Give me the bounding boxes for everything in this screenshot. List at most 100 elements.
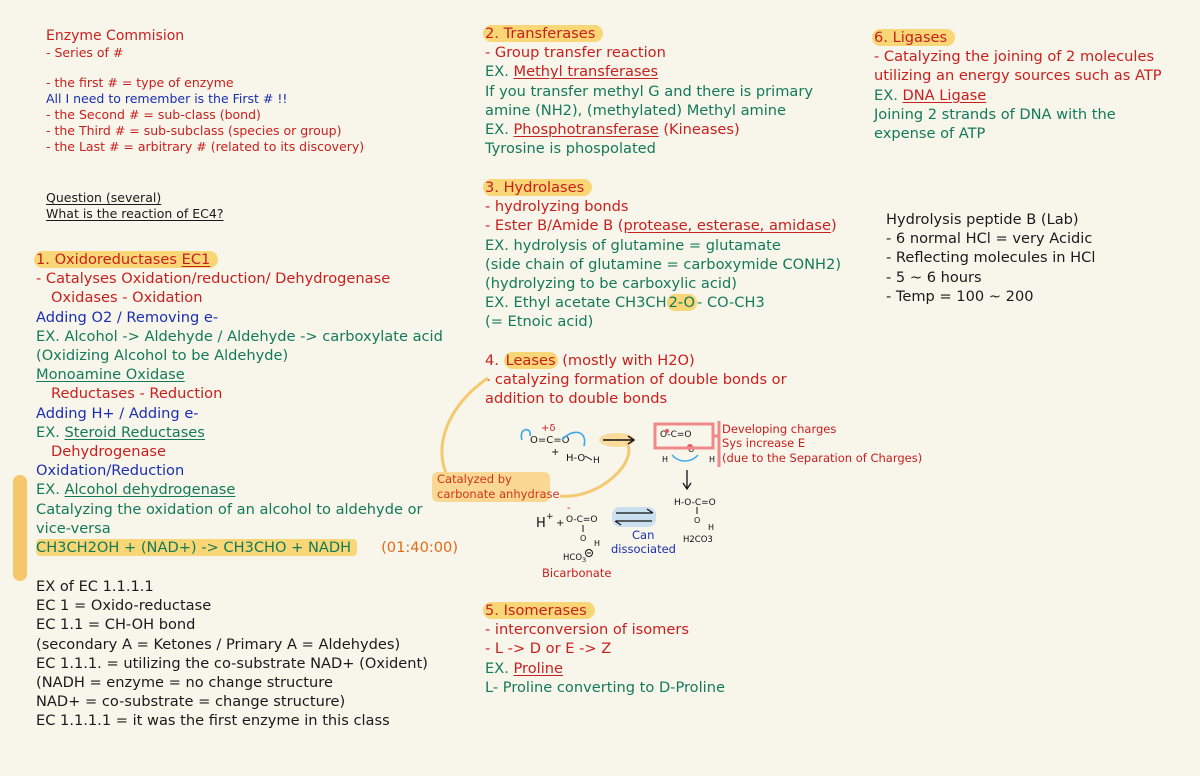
transferases-section: 2. Transferases - Group transfer reactio… (483, 24, 814, 158)
water-molecule: H-O (566, 453, 585, 464)
question-line: What is the reaction of EC4? (46, 206, 224, 221)
text-line: utilizing an energy sources such as ATP (874, 67, 1162, 85)
text-line: - Reflecting molecules in HCl (886, 249, 1096, 267)
text-line: Catalyzing the oxidation of an alcohol t… (36, 500, 423, 518)
water-h: H (593, 456, 600, 466)
text-line: - hydrolyzing bonds (485, 198, 629, 216)
link-methyl-transferases[interactable]: Methyl transferases (513, 63, 659, 81)
hco3-label: HCO3 (563, 553, 586, 564)
intermediate-top: O-C=O (660, 430, 692, 440)
text-line: (NADH = enzyme = no change structure (36, 674, 333, 692)
link-dna-ligase[interactable]: DNA Ligase (902, 86, 987, 104)
text-line: - the Last # = arbitrary # (related to i… (46, 139, 365, 154)
can-dissociated-note: dissociated (611, 542, 676, 556)
text-line: EX. Phosphotransferase (Kineases) (485, 121, 740, 139)
text-line: - the first # = type of enzyme (46, 75, 234, 90)
plus-sign: + (556, 518, 564, 529)
equilibrium-highlight (612, 507, 656, 527)
carbonic-acid-o: O (694, 516, 700, 525)
hydrolases-section: 3. Hydrolases - hydrolyzing bonds - Este… (483, 178, 841, 332)
can-dissociated-note: Can (632, 528, 654, 542)
link-protease-esterase-amidase[interactable]: protease, esterase, amidase (623, 217, 831, 235)
link-phosphotransferase[interactable]: Phosphotransferase (513, 121, 659, 139)
text-line: (Oxidizing Alcohol to be Aldehyde) (36, 347, 289, 365)
intermediate-h: H (662, 455, 668, 464)
catalyzed-label-bg (432, 472, 550, 502)
question-line: Question (several) (46, 190, 162, 205)
co2-molecule: O=C=O (530, 435, 570, 446)
reaction-line: CH3CH2OH + (NAD+) -> CH3CHO + NADH(01:40… (36, 538, 458, 557)
bicarbonate-label: Bicarbonate (542, 566, 611, 580)
text-line: Tyrosine is phospolated (485, 140, 656, 158)
text-line: EC 1.1.1.1 = it was the first enzyme in … (36, 712, 390, 730)
text-line: Hydrolysis peptide B (Lab) (886, 211, 1079, 228)
link-steroid-reductases[interactable]: Steroid Reductases (64, 423, 205, 441)
bicarbonate-h: H (594, 539, 600, 548)
text-line: - Series of # (46, 45, 124, 60)
link-monoamine-oxidase[interactable]: Monoamine Oxidase (36, 366, 185, 384)
text-line: Adding H+ / Adding e- (36, 404, 199, 422)
electron-arrow (561, 431, 586, 447)
electron-swirl (520, 428, 531, 441)
text-line: EC 1.1 = CH-OH bond (36, 616, 196, 634)
hydrolysis-lab-section: Hydrolysis peptide B (Lab) - 6 normal HC… (886, 210, 1095, 306)
carbonic-acid-h: H (708, 523, 714, 532)
text-line: Reductases - Reduction (51, 385, 223, 403)
text-line: EX. DNA Ligase (874, 86, 987, 104)
text-line: - Catalyses Oxidation/reduction/ Dehydro… (36, 270, 391, 288)
text-line: Adding O2 / Removing e- (36, 308, 219, 326)
text-line: - catalyzing formation of double bonds o… (485, 371, 787, 389)
plus-sign: + (551, 447, 559, 458)
anion-charge: - (567, 503, 571, 514)
leases-section: 4. Leases (mostly with H2O) - catalyzing… (485, 351, 787, 409)
highlighted-bond: 2-O (666, 294, 698, 312)
connector-curve (559, 441, 631, 498)
question-section: Question (several) What is the reaction … (46, 190, 224, 222)
text-line: - the Second # = sub-class (bond) (46, 107, 261, 122)
link-alcohol-dehydrogenase[interactable]: Alcohol dehydrogenase (64, 481, 236, 499)
text-line: expense of ATP (874, 125, 986, 143)
text-line: Joining 2 strands of DNA with the (874, 105, 1116, 123)
ligases-section: 6. Ligases - Catalyzing the joining of 2… (872, 28, 1162, 143)
ec1-code: EC1 (181, 251, 211, 268)
section-title: 6. Ligases (872, 28, 1162, 47)
developing-charges-note: Sys increase E (722, 436, 805, 450)
text-line: - Group transfer reaction (485, 44, 666, 62)
text-line: NAD+ = co-substrate = change structure) (36, 693, 346, 711)
text-line: EX. hydrolysis of glutamine = glutamate (485, 236, 781, 254)
text-line: amine (NH2), (methylated) Methyl amine (485, 101, 787, 119)
intermediate-h2: H (709, 455, 715, 464)
text-line: - L -> D or E -> Z (485, 640, 612, 658)
enzyme-commission-section: Enzyme Commision - Series of # - the fir… (46, 27, 364, 155)
text-line: - 6 normal HCl = very Acidic (886, 230, 1093, 248)
developing-charges-note: (due to the Separation of Charges) (722, 451, 922, 465)
text-line: Dehydrogenase (51, 443, 166, 461)
text-line: (secondary A = Ketones / Primary A = Ald… (36, 635, 401, 653)
isomerases-section: 5. Isomerases - interconversion of isome… (483, 601, 725, 697)
link-proline[interactable]: Proline (513, 659, 564, 677)
highlighted-equation: CH3CH2OH + (NAD+) -> CH3CHO + NADH (36, 539, 358, 557)
carbonic-acid-top: H-O-C=O (674, 498, 716, 508)
text-line: EC 1.1.1. = utilizing the co-substrate N… (36, 654, 428, 672)
catalyzed-label: carbonate anhydrase (437, 487, 560, 501)
section-title: 4. Leases (mostly with H2O) (485, 352, 695, 369)
developing-charges-note: Developing charges (722, 422, 836, 436)
section-title: 1. Oxidoreductases EC1 (34, 250, 458, 269)
text-line: (hydrolyzing to be carboxylic acid) (485, 275, 737, 293)
text-line: - Temp = 100 ~ 200 (886, 287, 1034, 305)
delta-charge: +δ (541, 423, 556, 434)
connector-curve (440, 376, 489, 479)
text-line: - the Third # = sub-subclass (species or… (46, 123, 342, 138)
text-line: addition to double bonds (485, 390, 668, 408)
text-line: EX. Alcohol dehydrogenase (36, 481, 236, 499)
section-title: 3. Hydrolases (483, 178, 841, 197)
text-line: Oxidation/Reduction (36, 462, 185, 480)
proton: H (536, 516, 546, 531)
catalyzed-label: Catalyzed by (437, 472, 512, 486)
text-line: If you transfer methyl G and there is pr… (485, 82, 814, 100)
h2co3-label: H2CO3 (683, 535, 713, 545)
text-line: L- Proline converting to D-Proline (485, 678, 725, 696)
oxidoreductases-section: 1. Oxidoreductases EC1 - Catalyses Oxida… (34, 250, 458, 557)
